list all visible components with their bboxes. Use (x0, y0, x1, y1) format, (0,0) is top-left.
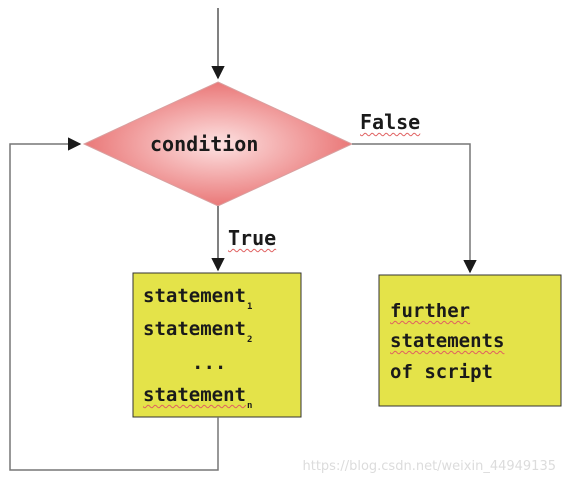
ellipsis-line: ... (192, 352, 227, 374)
loop-back-arrow (9, 137, 219, 471)
exit-line: statements (390, 330, 505, 352)
false-branch-arrow (352, 143, 477, 274)
further-statements-box (378, 274, 562, 407)
statement-line: statement2 (143, 318, 253, 345)
false-label: False (360, 110, 421, 134)
statement-line: statement1 (143, 285, 253, 312)
loop-body-box (132, 272, 302, 418)
statement-line: statementn (143, 384, 253, 411)
watermark-text: https://blog.csdn.net/weixin_44949135 (302, 459, 556, 474)
exit-line: further (390, 300, 471, 322)
condition-label: condition (150, 132, 259, 156)
exit-line: of script (390, 361, 493, 383)
true-label: True (228, 226, 277, 250)
